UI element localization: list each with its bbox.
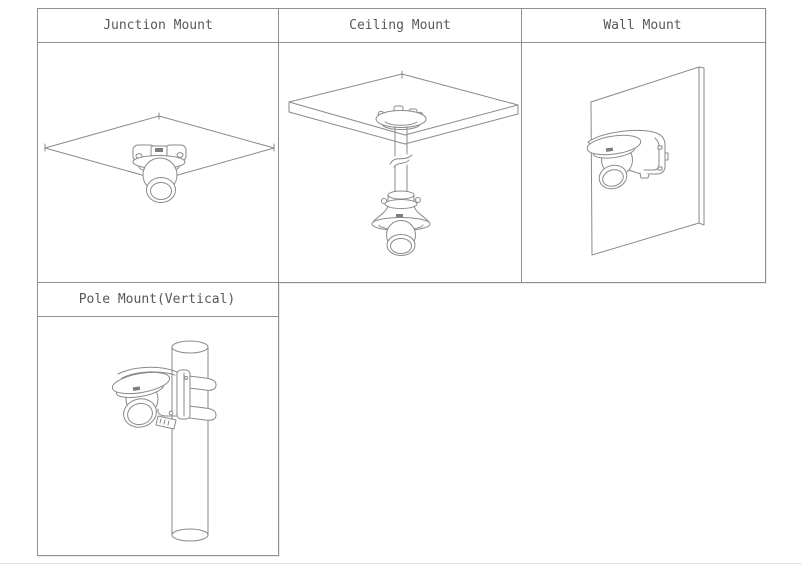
pole-straps <box>189 376 216 420</box>
wall-mount-drawing <box>522 43 763 282</box>
drop-pole <box>390 127 412 192</box>
pole-cylinder <box>172 341 208 541</box>
dome-camera <box>111 369 171 431</box>
pole-mount-drawing <box>38 317 276 553</box>
header-ceiling-mount: Ceiling Mount <box>349 18 451 33</box>
junction-mount-drawing <box>38 43 278 282</box>
collar-joint <box>382 191 421 209</box>
column-divider <box>521 9 522 282</box>
header-divider <box>38 42 765 43</box>
mounting-table-top-row: Junction Mount Ceiling Mount Wall Mount <box>37 8 766 283</box>
dome-camera <box>586 132 642 192</box>
dome-camera <box>133 145 186 203</box>
ceiling-panel <box>289 71 518 144</box>
column-divider <box>278 9 279 282</box>
pole-bracket <box>118 367 190 429</box>
header-wall-mount: Wall Mount <box>603 18 682 33</box>
header-divider <box>38 316 278 317</box>
mounting-plate <box>376 106 426 130</box>
page-edge-line <box>0 563 802 564</box>
mounting-table-bottom-row: Pole Mount(Vertical) <box>37 282 279 556</box>
header-junction-mount: Junction Mount <box>103 18 213 33</box>
header-pole-mount: Pole Mount(Vertical) <box>78 292 236 307</box>
eyeball-camera <box>387 221 416 256</box>
ceiling-mount-drawing <box>279 43 521 282</box>
